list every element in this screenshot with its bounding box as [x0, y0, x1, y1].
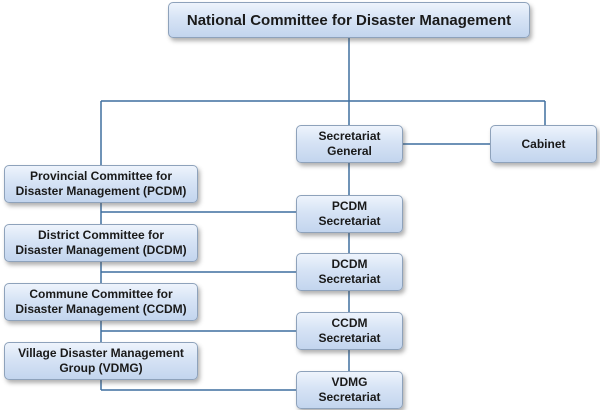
ccdm-box: Commune Committee for Disaster Managemen…: [4, 283, 198, 321]
pcdm-label: Provincial Committee for Disaster Manage…: [15, 169, 187, 198]
ccdm-secretariat-box: CCDM Secretariat: [296, 312, 403, 350]
vdmg-box: Village Disaster Management Group (VDMG): [4, 342, 198, 380]
dcdm-box: District Committee for Disaster Manageme…: [4, 224, 198, 262]
cabinet-box: Cabinet: [490, 125, 597, 163]
national-committee-box: National Committee for Disaster Manageme…: [168, 2, 530, 38]
vdmg-label: Village Disaster Management Group (VDMG): [18, 346, 184, 375]
pcdm-box: Provincial Committee for Disaster Manage…: [4, 165, 198, 203]
secretariat-general-label: Secretariat General: [318, 129, 381, 158]
national-committee-label: National Committee for Disaster Manageme…: [186, 11, 512, 29]
pcdm-secretariat-box: PCDM Secretariat: [296, 195, 403, 233]
cabinet-label: Cabinet: [521, 136, 566, 151]
dcdm-label: District Committee for Disaster Manageme…: [15, 228, 187, 257]
vdmg-secretariat-box: VDMG Secretariat: [296, 371, 403, 409]
dcdm-secretariat-label: DCDM Secretariat: [318, 257, 381, 286]
pcdm-secretariat-label: PCDM Secretariat: [318, 199, 381, 228]
dcdm-secretariat-box: DCDM Secretariat: [296, 253, 403, 291]
secretariat-general-box: Secretariat General: [296, 125, 403, 163]
ccdm-secretariat-label: CCDM Secretariat: [318, 316, 381, 345]
vdmg-secretariat-label: VDMG Secretariat: [318, 375, 381, 404]
ccdm-label: Commune Committee for Disaster Managemen…: [15, 287, 187, 316]
